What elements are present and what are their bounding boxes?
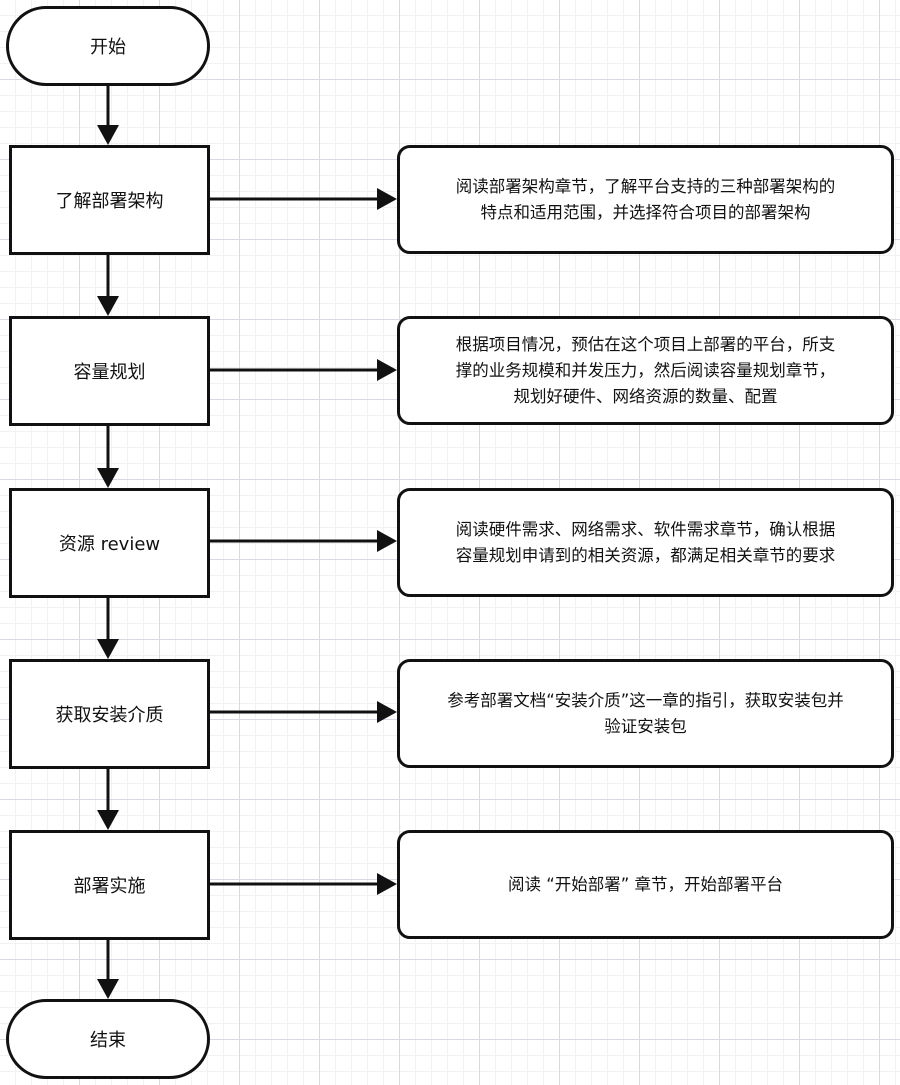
- note-line: 参考部署文档“安装介质”这一章的指引，获取安装包并: [447, 690, 844, 710]
- step-label: 容量规划: [73, 362, 146, 383]
- note-arrowhead-4: [377, 701, 397, 723]
- flow-arrowhead-1: [97, 125, 119, 145]
- end-label: 结束: [90, 1030, 126, 1051]
- note-line: 撑的业务规模和并发压力，然后阅读容量规划章节，: [455, 360, 836, 380]
- flow-arrowhead-3: [97, 468, 119, 488]
- flow-arrowhead-4: [97, 639, 119, 659]
- note-get-install-media: 参考部署文档“安装介质”这一章的指引，获取安装包并 验证安装包: [397, 659, 894, 768]
- note-line: 阅读部署架构章节，了解平台支持的三种部署架构的: [455, 176, 836, 196]
- note-arrowhead-3: [377, 530, 397, 552]
- step-label: 了解部署架构: [55, 191, 164, 212]
- note-line: 根据项目情况，预估在这个项目上部署的平台，所支: [455, 334, 836, 354]
- end-terminal: 结束: [6, 999, 210, 1079]
- note-line: 阅读 “开始部署” 章节，开始部署平台: [507, 874, 784, 894]
- note-arrowhead-1: [377, 188, 397, 210]
- note-line: 验证安装包: [604, 716, 687, 736]
- note-line: 规划好硬件、网络资源的数量、配置: [513, 386, 778, 406]
- note-line: 阅读硬件需求、网络需求、软件需求章节，确认根据: [455, 519, 836, 539]
- flow-arrowhead-5: [97, 810, 119, 830]
- flow-arrowhead-6: [97, 979, 119, 999]
- flow-arrowhead-2: [97, 296, 119, 316]
- start-label: 开始: [90, 37, 126, 58]
- note-arrowhead-2: [377, 359, 397, 381]
- start-terminal: 开始: [6, 6, 210, 86]
- step-label: 资源 review: [58, 534, 161, 555]
- step-capacity-planning: 容量规划: [9, 316, 210, 426]
- note-resource-review: 阅读硬件需求、网络需求、软件需求章节，确认根据 容量规划申请到的相关资源，都满足…: [397, 488, 894, 597]
- note-arrowhead-5: [377, 873, 397, 895]
- note-line: 特点和适用范围，并选择符合项目的部署架构: [480, 202, 811, 222]
- step-get-install-media: 获取安装介质: [9, 659, 210, 769]
- step-deploy: 部署实施: [9, 830, 210, 940]
- step-understand-architecture: 了解部署架构: [9, 145, 210, 255]
- step-resource-review: 资源 review: [9, 488, 210, 598]
- note-understand-architecture: 阅读部署架构章节，了解平台支持的三种部署架构的 特点和适用范围，并选择符合项目的…: [397, 145, 894, 254]
- step-label: 获取安装介质: [55, 705, 164, 726]
- step-label: 部署实施: [73, 876, 146, 897]
- note-deploy: 阅读 “开始部署” 章节，开始部署平台: [397, 830, 894, 939]
- note-capacity-planning: 根据项目情况，预估在这个项目上部署的平台，所支 撑的业务规模和并发压力，然后阅读…: [397, 316, 894, 425]
- note-line: 容量规划申请到的相关资源，都满足相关章节的要求: [455, 545, 836, 565]
